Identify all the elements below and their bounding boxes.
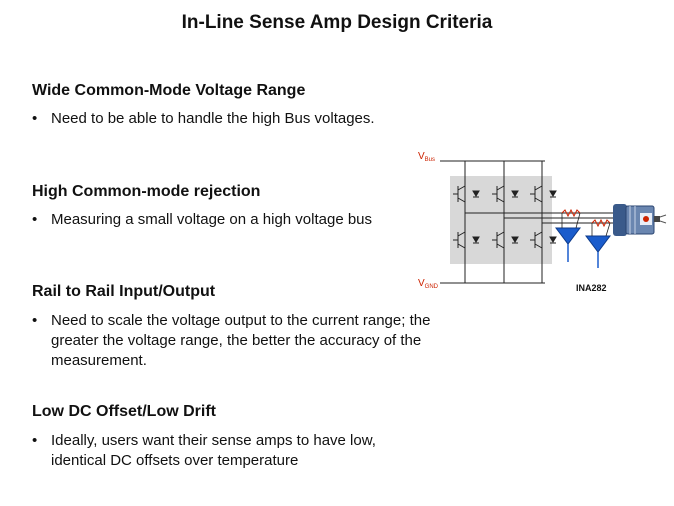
inverter-sense-amp-diagram: VBus VGND <box>418 151 667 293</box>
shunt-resistor-1 <box>561 208 581 218</box>
heading-rail-to-rail: Rail to Rail Input/Output <box>32 283 216 300</box>
bullet-text: Need to be able to handle the high Bus v… <box>51 110 375 127</box>
bullet-text: Ideally, users want their sense amps to … <box>51 432 376 469</box>
sense-amp-2 <box>585 235 611 253</box>
bullet-rail-to-rail: • Need to scale the voltage output to th… <box>32 311 432 371</box>
sense-amp-2-input <box>605 222 611 237</box>
bullet-text: Measuring a small voltage on a high volt… <box>51 211 373 228</box>
vbus-label: VBus <box>418 151 435 163</box>
igbt-switches <box>453 185 557 249</box>
bullet-dot: • <box>32 312 38 329</box>
heading-common-mode-rejection: High Common-mode rejection <box>32 183 261 200</box>
shunt-resistor-2 <box>591 218 611 228</box>
heading-low-offset-drift: Low DC Offset/Low Drift <box>32 403 216 420</box>
phase-lines <box>465 212 619 224</box>
sense-amp-1 <box>555 227 581 245</box>
bullet-text: Need to scale the voltage output to the … <box>51 312 431 369</box>
part-label: INA282 <box>576 283 607 293</box>
vgnd-label: VGND <box>418 278 439 290</box>
motor-icon <box>613 204 667 236</box>
bridge-legs <box>464 161 543 283</box>
heading-common-mode-range: Wide Common-Mode Voltage Range <box>32 82 306 99</box>
bullet-dot: • <box>32 211 38 228</box>
bullet-dot: • <box>32 432 38 449</box>
bullet-common-mode-range: • Need to be able to handle the high Bus… <box>32 109 432 129</box>
bullet-dot: • <box>32 110 38 127</box>
bullet-low-offset-drift: • Ideally, users want their sense amps t… <box>32 431 432 471</box>
slide-title: In-Line Sense Amp Design Criteria <box>181 12 493 33</box>
sense-amp-1-input <box>575 212 581 229</box>
bullet-common-mode-rejection: • Measuring a small voltage on a high vo… <box>32 210 432 230</box>
